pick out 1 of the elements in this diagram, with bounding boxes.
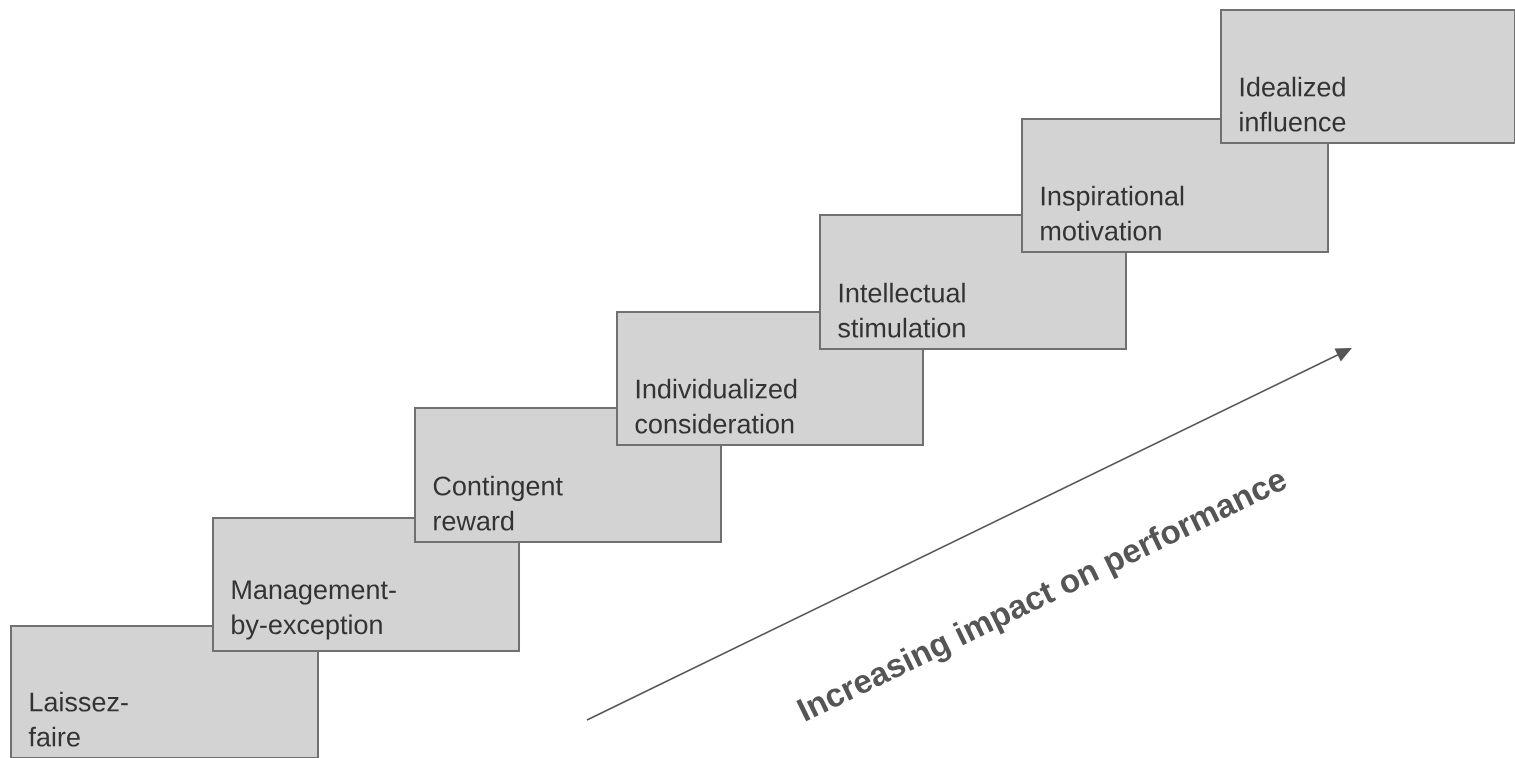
step-box: Idealized influence <box>1220 9 1515 144</box>
